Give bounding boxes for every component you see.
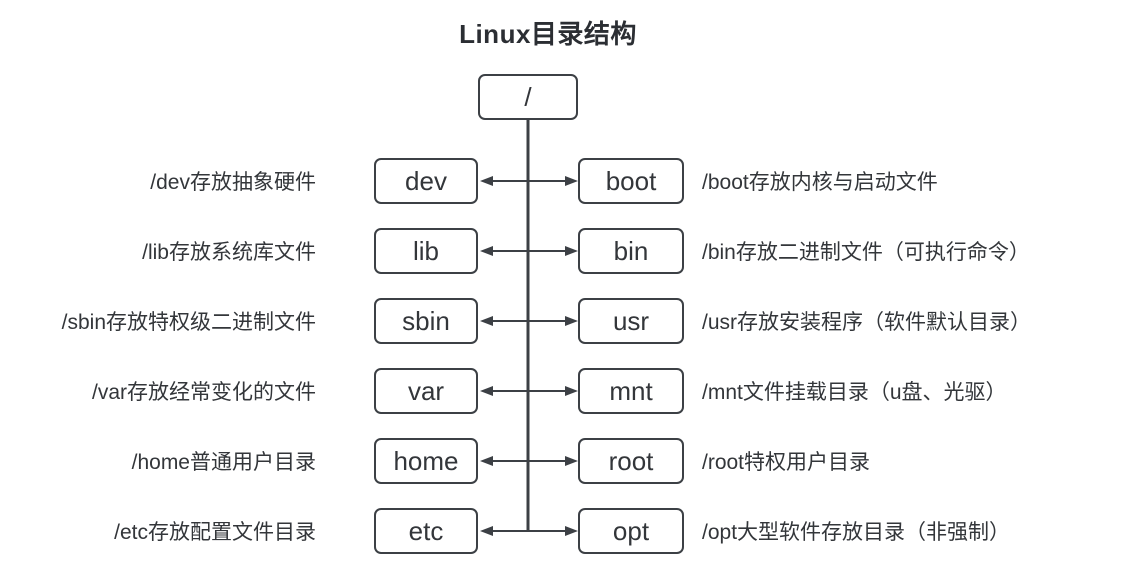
arrowhead-left-row-2	[480, 316, 493, 326]
arrowhead-right-row-5	[565, 526, 578, 536]
node-var: var	[374, 368, 478, 414]
right-description: /mnt文件挂载目录（u盘、光驱）	[702, 381, 1007, 404]
arrowhead-left-row-3	[480, 386, 493, 396]
tree-row-var-mnt: /var存放经常变化的文件 var mnt /mnt文件挂载目录（u盘、光驱）	[0, 368, 1128, 414]
tree-row-home-root: /home普通用户目录 home root /root特权用户目录	[0, 438, 1128, 484]
left-description: /dev存放抽象硬件	[150, 171, 316, 194]
right-description: /bin存放二进制文件（可执行命令）	[702, 241, 1030, 264]
right-description: /root特权用户目录	[702, 451, 871, 474]
arrowhead-left-row-5	[480, 526, 493, 536]
node-boot: boot	[578, 158, 684, 204]
node-home: home	[374, 438, 478, 484]
node-etc: etc	[374, 508, 478, 554]
right-description: /boot存放内核与启动文件	[702, 171, 938, 194]
left-description: /sbin存放特权级二进制文件	[61, 311, 316, 334]
right-description: /usr存放安装程序（软件默认目录）	[702, 311, 1032, 334]
diagram-title: Linux目录结构	[459, 19, 637, 49]
tree-row-dev-boot: /dev存放抽象硬件 dev boot /boot存放内核与启动文件	[0, 158, 1128, 204]
arrowhead-left-row-4	[480, 456, 493, 466]
arrowhead-left-row-1	[480, 246, 493, 256]
node-lib: lib	[374, 228, 478, 274]
arrowhead-right-row-0	[565, 176, 578, 186]
node-opt: opt	[578, 508, 684, 554]
tree-row-lib-bin: /lib存放系统库文件 lib bin /bin存放二进制文件（可执行命令）	[0, 228, 1128, 274]
node-mnt: mnt	[578, 368, 684, 414]
node-usr: usr	[578, 298, 684, 344]
left-description: /etc存放配置文件目录	[114, 521, 316, 544]
tree-row-sbin-usr: /sbin存放特权级二进制文件 sbin usr /usr存放安装程序（软件默认…	[0, 298, 1128, 344]
tree-row-etc-opt: /etc存放配置文件目录 etc opt /opt大型软件存放目录（非强制）	[0, 508, 1128, 554]
left-description: /lib存放系统库文件	[142, 241, 316, 264]
node-bin: bin	[578, 228, 684, 274]
node-dev: dev	[374, 158, 478, 204]
node-sbin: sbin	[374, 298, 478, 344]
arrowhead-right-row-2	[565, 316, 578, 326]
arrowhead-right-row-4	[565, 456, 578, 466]
node-root: /	[478, 74, 578, 120]
left-description: /home普通用户目录	[131, 451, 316, 474]
arrowhead-right-row-1	[565, 246, 578, 256]
right-description: /opt大型软件存放目录（非强制）	[702, 521, 1011, 544]
arrowhead-right-row-3	[565, 386, 578, 396]
left-description: /var存放经常变化的文件	[91, 381, 316, 404]
node-root-dir: root	[578, 438, 684, 484]
arrowhead-left-row-0	[480, 176, 493, 186]
